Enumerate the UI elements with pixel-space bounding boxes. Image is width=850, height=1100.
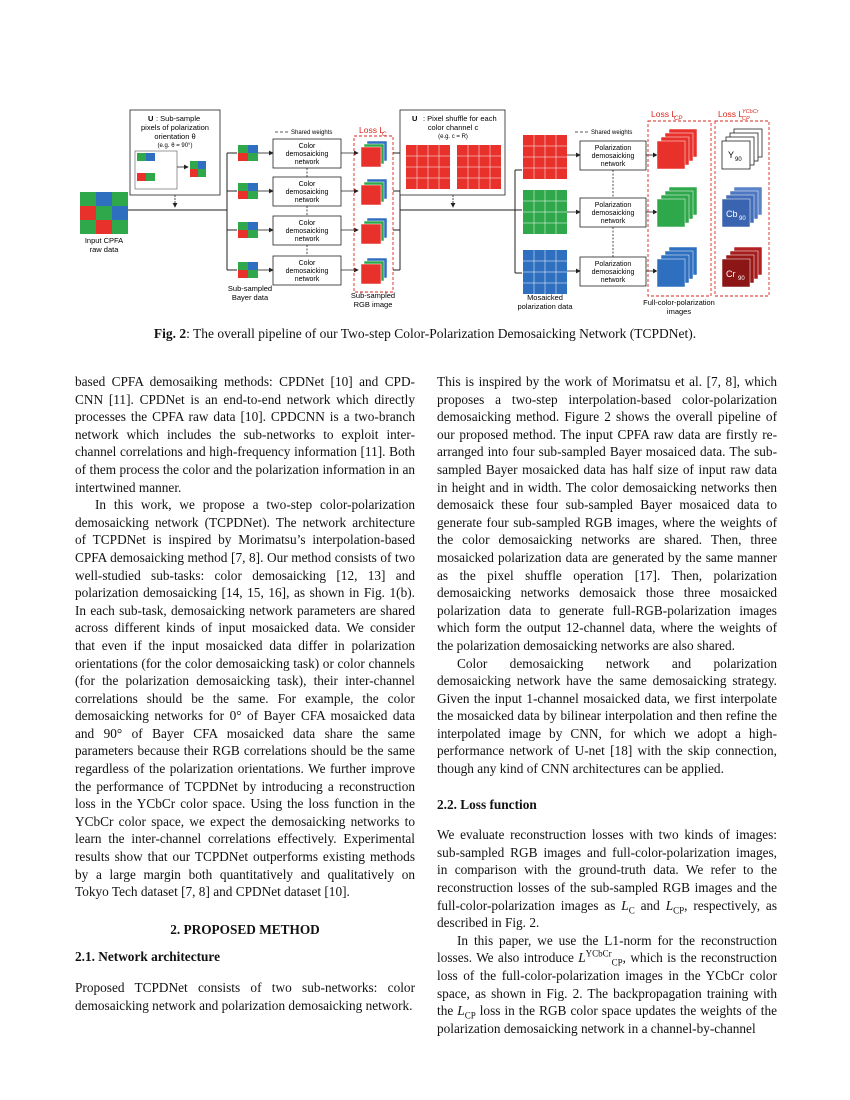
svg-text:(e.g. c = R): (e.g. c = R) (438, 134, 468, 140)
section-heading: 2. PROPOSED METHOD (170, 921, 320, 937)
svg-text:color channel c: color channel c (428, 123, 479, 132)
svg-text:(e.g. θ = 90°): (e.g. θ = 90°) (158, 143, 193, 149)
svg-text:Full-color-polarization: Full-color-polarization (643, 298, 715, 307)
svg-text:demosaicking: demosaicking (286, 189, 329, 196)
right-paragraph-1: This is inspired by the work of Morimats… (437, 374, 777, 653)
full-color-polarization-stacks (656, 128, 698, 288)
svg-text:Loss L: Loss L (359, 125, 384, 135)
loss-ycbcr-box (714, 120, 770, 297)
svg-text:network: network (295, 197, 320, 204)
svg-text:network: network (601, 277, 626, 284)
svg-text:90: 90 (735, 157, 742, 163)
color-net-2: Color demosaicking network (258, 176, 359, 207)
svg-text:U: U (148, 114, 153, 123)
subsection-loss-function: 2.2. Loss function (437, 796, 537, 812)
svg-text:network: network (295, 236, 320, 243)
right-paragraph-4: In this paper, we use the L1-norm for th… (437, 932, 777, 1036)
svg-text:Color: Color (299, 220, 316, 227)
ycbcr-stacks (721, 128, 763, 288)
left-paragraph-3: Proposed TCPDNet consists of two sub-net… (75, 980, 415, 1013)
svg-text:Color: Color (299, 143, 316, 150)
pipeline-figure: Input CPFA raw data U : Sub-sample pixel… (80, 109, 770, 316)
svg-text:network: network (295, 159, 320, 166)
svg-text:Loss L: Loss L (651, 109, 676, 119)
left-paragraph-1: based CPFA demosaiking methods: CPDNet [… (75, 374, 415, 495)
svg-text:CP: CP (742, 116, 750, 122)
svg-text:Cb: Cb (726, 209, 738, 219)
svg-text:Mosaicked: Mosaicked (527, 293, 563, 302)
svg-text:Color: Color (299, 260, 316, 267)
color-net-1: Color demosaicking network (258, 138, 359, 169)
svg-text:polarization data: polarization data (517, 302, 573, 311)
figure-caption: Fig. 2: The overall pipeline of our Two-… (75, 326, 775, 342)
svg-text:orientation θ: orientation θ (154, 132, 195, 141)
svg-text:: Sub-sample: : Sub-sample (156, 114, 200, 123)
svg-text:90: 90 (739, 216, 746, 222)
svg-text:demosaicking: demosaicking (286, 268, 329, 275)
svg-text:YCbCr: YCbCr (742, 109, 760, 115)
svg-text:network: network (295, 276, 320, 283)
input-label: Input CPFA (85, 236, 123, 245)
svg-text:Sub-sampled: Sub-sampled (228, 284, 272, 293)
svg-text:pixels of polarization: pixels of polarization (141, 123, 209, 132)
right-column: This is inspired by the work of Morimats… (437, 373, 777, 1037)
svg-text:RGB image: RGB image (354, 300, 393, 309)
svg-text:Shared weights: Shared weights (591, 130, 632, 136)
svg-text:Polarization: Polarization (595, 145, 632, 152)
svg-text:demosaicking: demosaicking (286, 228, 329, 235)
color-net-4: Color demosaicking network (258, 255, 359, 286)
svg-text:Polarization: Polarization (595, 202, 632, 209)
svg-text:Y: Y (728, 150, 734, 160)
subsampled-rgb-stacks (360, 140, 388, 285)
svg-text:Loss L: Loss L (718, 109, 743, 119)
right-paragraph-3: We evaluate reconstruction losses with t… (437, 827, 778, 931)
svg-text:demosaicking: demosaicking (592, 210, 635, 217)
svg-text:Color: Color (299, 181, 316, 188)
right-paragraph-2: Color demosaicking network and polarizat… (437, 655, 777, 777)
svg-text:demosaicking: demosaicking (286, 151, 329, 158)
svg-text:demosaicking: demosaicking (592, 269, 635, 276)
svg-text:Shared weights: Shared weights (291, 130, 332, 136)
left-paragraph-2: In this work, we propose a two-step colo… (75, 497, 415, 900)
svg-text:network: network (601, 161, 626, 168)
caption-label: Fig. 2 (153, 326, 187, 341)
polarization-net-3: Polarization demosaicking network (567, 256, 658, 287)
svg-text:90: 90 (738, 276, 745, 282)
input-cpfa-grid (80, 192, 128, 234)
svg-text:network: network (601, 218, 626, 225)
svg-text:Cr: Cr (726, 269, 736, 279)
svg-text:Polarization: Polarization (595, 261, 632, 268)
svg-text:images: images (667, 307, 691, 316)
left-column: based CPFA demosaiking methods: CPDNet [… (75, 373, 415, 1014)
loss-cp-box (647, 120, 712, 297)
svg-text:raw data: raw data (90, 245, 120, 254)
subsampled-bayer-tiles (238, 145, 258, 278)
polarization-net-1: Polarization demosaicking network (567, 140, 658, 171)
svg-text:C: C (382, 132, 387, 138)
subsection-network-architecture: 2.1. Network architecture (75, 949, 220, 965)
color-net-3: Color demosaicking network (258, 215, 359, 246)
svg-text:demosaicking: demosaicking (592, 153, 635, 160)
svg-text:CP: CP (674, 116, 682, 122)
polarization-net-2: Polarization demosaicking network (567, 197, 658, 228)
loss-c-box (353, 135, 394, 293)
mosaicked-polarization-tiles (523, 135, 567, 294)
svg-text:Bayer data: Bayer data (232, 293, 269, 302)
svg-text:U: U (412, 114, 417, 123)
caption-text: : The overall pipeline of our Two-step C… (186, 326, 697, 341)
svg-text:: Pixel shuffle for each: : Pixel shuffle for each (423, 114, 497, 123)
svg-text:Sub-sampled: Sub-sampled (351, 291, 395, 300)
